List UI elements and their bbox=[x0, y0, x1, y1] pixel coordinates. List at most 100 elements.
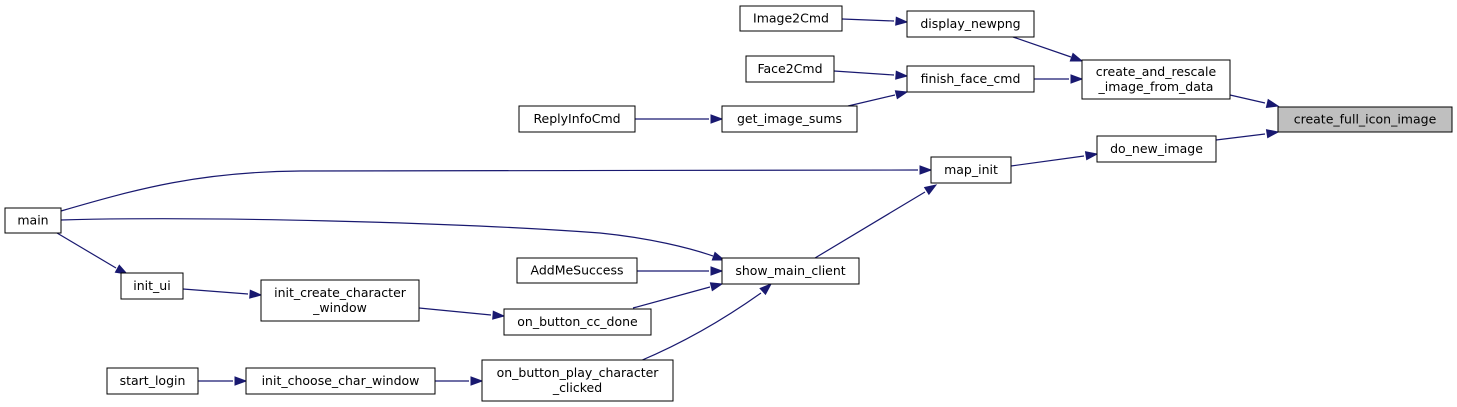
node-box bbox=[245, 367, 436, 395]
edge-line bbox=[833, 70, 895, 76]
node-label: ReplyInfoCmd bbox=[533, 111, 620, 126]
edge-line bbox=[841, 18, 895, 22]
node-main[interactable]: main bbox=[4, 207, 62, 234]
node-box bbox=[518, 105, 636, 133]
edge-create_and_rescale_image_from_data-to-create_full_icon_image bbox=[1229, 94, 1280, 108]
node-label: start_login bbox=[120, 373, 186, 388]
node-on_button_play_character_clicked[interactable]: on_button_play_character_clicked bbox=[481, 359, 674, 402]
node-label: create_and_rescale bbox=[1096, 64, 1217, 79]
node-box bbox=[930, 156, 1012, 184]
arrowhead-icon bbox=[1265, 98, 1280, 108]
node-label: get_image_sums bbox=[737, 111, 842, 126]
edge-init_create_character_window-to-on_button_cc_done bbox=[418, 307, 506, 320]
arrowhead-icon bbox=[492, 310, 506, 320]
node-label: init_create_character bbox=[274, 285, 407, 300]
edge-line bbox=[814, 191, 926, 259]
node-box bbox=[503, 308, 652, 336]
node-box bbox=[721, 105, 858, 133]
node-box bbox=[1096, 135, 1217, 163]
arrowhead-icon bbox=[234, 376, 248, 386]
node-box bbox=[745, 55, 835, 83]
node-label: _window bbox=[312, 300, 367, 315]
edge-do_new_image-to-create_full_icon_image bbox=[1215, 129, 1280, 141]
node-box bbox=[516, 257, 638, 284]
arrowhead-icon bbox=[1265, 129, 1280, 139]
node-label: AddMeSuccess bbox=[531, 263, 624, 278]
edge-main-to-map_init bbox=[60, 165, 933, 212]
arrowhead-icon bbox=[709, 282, 724, 292]
edge-line bbox=[60, 169, 919, 212]
node-ReplyInfoCmd[interactable]: ReplyInfoCmd bbox=[518, 105, 636, 133]
node-map_init[interactable]: map_init bbox=[930, 156, 1012, 184]
arrowhead-icon bbox=[1070, 74, 1084, 84]
arrowhead-icon bbox=[895, 16, 909, 26]
node-label: on_button_play_character bbox=[497, 365, 660, 380]
node-label: display_newpng bbox=[920, 16, 1020, 31]
node-box bbox=[906, 10, 1035, 38]
edge-line bbox=[418, 307, 492, 316]
arrowhead-icon bbox=[894, 90, 909, 100]
edge-show_main_client-to-map_init bbox=[814, 184, 938, 259]
node-do_new_image[interactable]: do_new_image bbox=[1096, 135, 1217, 163]
node-Image2Cmd[interactable]: Image2Cmd bbox=[739, 5, 843, 32]
edge-display_newpng-to-create_and_rescale_image_from_data bbox=[1012, 36, 1084, 62]
node-label: main bbox=[17, 213, 48, 228]
node-display_newpng[interactable]: display_newpng bbox=[906, 10, 1035, 38]
edges-layer bbox=[56, 16, 1280, 386]
edge-line bbox=[1229, 94, 1266, 104]
node-init_create_character_window[interactable]: init_create_character_window bbox=[260, 279, 420, 322]
edge-ReplyInfoCmd-to-get_image_sums bbox=[635, 114, 724, 124]
node-create_and_rescale_image_from_data[interactable]: create_and_rescale_image_from_data bbox=[1081, 59, 1231, 100]
edge-init_ui-to-init_create_character_window bbox=[182, 288, 263, 299]
edge-Face2Cmd-to-finish_face_cmd bbox=[833, 70, 909, 80]
node-Face2Cmd[interactable]: Face2Cmd bbox=[745, 55, 835, 83]
node-init_ui[interactable]: init_ui bbox=[120, 272, 184, 300]
edge-line bbox=[632, 286, 711, 309]
node-label: map_init bbox=[944, 162, 998, 177]
arrowhead-icon bbox=[1069, 52, 1084, 62]
edge-line bbox=[847, 94, 896, 107]
node-box bbox=[106, 367, 199, 395]
node-label: do_new_image bbox=[1110, 141, 1203, 156]
arrowhead-icon bbox=[759, 283, 773, 296]
node-label: finish_face_cmd bbox=[921, 71, 1021, 86]
node-label: _clicked bbox=[552, 380, 602, 395]
node-box bbox=[4, 207, 62, 234]
node-box bbox=[906, 65, 1035, 93]
node-get_image_sums[interactable]: get_image_sums bbox=[721, 105, 858, 133]
arrowhead-icon bbox=[895, 70, 909, 80]
edge-init_choose_char_window-to-on_button_play_character_clicked bbox=[435, 376, 484, 386]
arrowhead-icon bbox=[923, 184, 938, 196]
node-start_login[interactable]: start_login bbox=[106, 367, 199, 395]
node-on_button_cc_done[interactable]: on_button_cc_done bbox=[503, 308, 652, 336]
node-box bbox=[1277, 106, 1453, 133]
arrowhead-icon bbox=[1084, 151, 1099, 161]
node-label: show_main_client bbox=[735, 263, 845, 278]
edge-on_button_play_character_clicked-to-show_main_client bbox=[639, 283, 773, 362]
nodes-layer: create_full_icon_image create_and_rescale… bbox=[4, 5, 1453, 402]
node-label: Face2Cmd bbox=[757, 61, 822, 76]
edge-line bbox=[639, 292, 762, 362]
arrowhead-icon bbox=[470, 376, 484, 386]
node-label: on_button_cc_done bbox=[517, 314, 638, 329]
node-AddMeSuccess[interactable]: AddMeSuccess bbox=[516, 257, 638, 284]
node-label: _image_from_data bbox=[1098, 79, 1214, 94]
edge-main-to-init_ui bbox=[56, 232, 129, 275]
edge-map_init-to-do_new_image bbox=[1010, 151, 1099, 167]
node-finish_face_cmd[interactable]: finish_face_cmd bbox=[906, 65, 1035, 93]
node-init_choose_char_window[interactable]: init_choose_char_window bbox=[245, 367, 436, 395]
edge-line bbox=[56, 232, 117, 269]
arrowhead-icon bbox=[919, 165, 933, 175]
arrowhead-icon bbox=[711, 251, 726, 261]
node-box bbox=[721, 257, 860, 285]
node-label: Image2Cmd bbox=[753, 11, 829, 26]
node-label: init_ui bbox=[133, 278, 170, 293]
node-box bbox=[1081, 59, 1231, 100]
node-create_full_icon_image[interactable]: create_full_icon_image bbox=[1277, 106, 1453, 133]
edge-line bbox=[1215, 133, 1266, 141]
node-label: create_full_icon_image bbox=[1294, 112, 1437, 127]
edge-on_button_cc_done-to-show_main_client bbox=[632, 282, 724, 309]
edge-main-to-show_main_client bbox=[60, 218, 726, 261]
node-show_main_client[interactable]: show_main_client bbox=[721, 257, 860, 285]
